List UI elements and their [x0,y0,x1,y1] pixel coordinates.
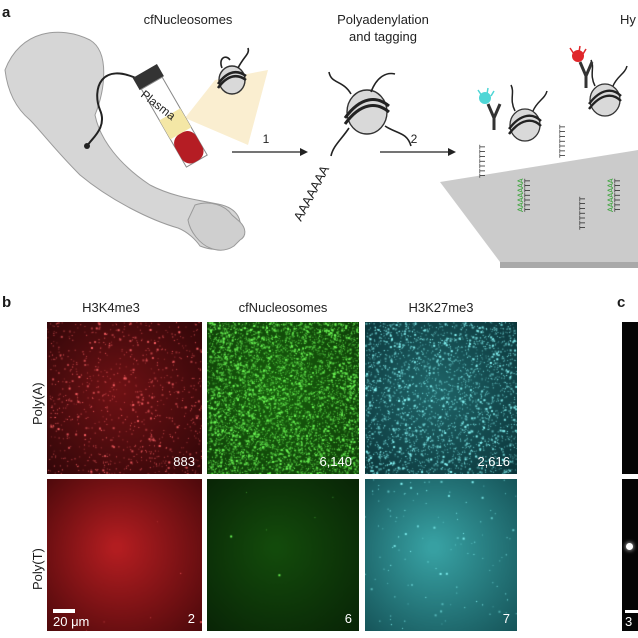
svg-text:TTTTTTT: TTTTTTT [614,178,623,212]
column-header-h3k4me3: H3K4me3 [82,300,140,315]
schematic-illustration: Plasma 1 AAAAAAA 2 TTTTTTT TTTTTTT TTTTT… [4,31,638,268]
panel-a-letter: a [2,4,11,21]
column-header-h3k27me3: H3K27me3 [408,300,474,315]
capture-surface [440,150,638,262]
hybridization-title-partial: Hy [620,12,636,27]
panel-b-letter: b [2,294,12,311]
svg-text:TTTTTTT: TTTTTTT [479,144,488,178]
image-tile-polyt-h3k27me3: 7 [365,479,517,631]
nucleosome-captured-2 [588,59,628,117]
light-cone [185,70,268,145]
count-label: 2 [187,611,195,626]
image-tile-polya-h3k27me3: 2,616 [365,322,517,474]
nucleosome-captured-1 [508,84,548,142]
image-tile-polyt-h3k4me3: 20 μm 2 [47,479,202,631]
svg-text:TTTTTTT: TTTTTTT [579,196,588,230]
image-tile-polyt-cfnucleosomes: 6 [207,479,359,631]
antibody-red [569,45,594,88]
row-label-polyt: Poly(T) [30,548,45,590]
step1-label: 1 [263,132,270,146]
antibody-cyan [477,87,502,130]
scale-bar [53,609,75,613]
svg-text:AAAAAAA: AAAAAAA [607,178,616,212]
column-header-cfnucleosomes: cfNucleosomes [238,300,328,315]
polyadenylation-title-line2: and tagging [349,29,417,44]
svg-text:AAAAAAA: AAAAAAA [517,178,526,212]
count-label: 883 [173,454,195,469]
nucleosome-polyadenylated [328,71,412,157]
svg-text:TTTTTTT: TTTTTTT [524,178,533,212]
cfnucleosomes-title: cfNucleosomes [143,12,233,27]
scale-bar-label: 20 μm [53,614,90,629]
bright-spot [626,543,633,550]
step2-label: 2 [411,132,418,146]
nucleosome-small [216,47,250,95]
tube-cable [87,72,141,146]
polya-tail: AAAAAAA [290,162,332,223]
count-label: 6 [344,611,352,626]
scale-bar-label: 3 [625,614,633,629]
polyadenylation-title-line1: Polyadenylation [337,12,429,27]
polya-strands: AAAAAAA AAAAAAA [517,178,616,212]
panel-c-letter: c [617,294,626,311]
image-tile-polya-h3k4me3: 883 [47,322,202,474]
svg-text:TTTTTTT: TTTTTTT [559,124,568,158]
count-label: 7 [502,611,510,626]
polyt-strands: TTTTTTT TTTTTTT TTTTTTT TTTTTTT TTTTTTT [479,124,623,230]
hand-illustration [187,202,246,251]
image-tile-panel-c-bottom: 3 [622,479,638,631]
count-label: 2,616 [477,454,510,469]
count-label: 6,140 [319,454,352,469]
image-tile-polya-cfnucleosomes: 6,140 [207,322,359,474]
row-label-polya: Poly(A) [30,382,45,425]
scale-bar [625,610,638,613]
blood-tube [132,64,208,168]
image-tile-panel-c-top [622,322,638,474]
